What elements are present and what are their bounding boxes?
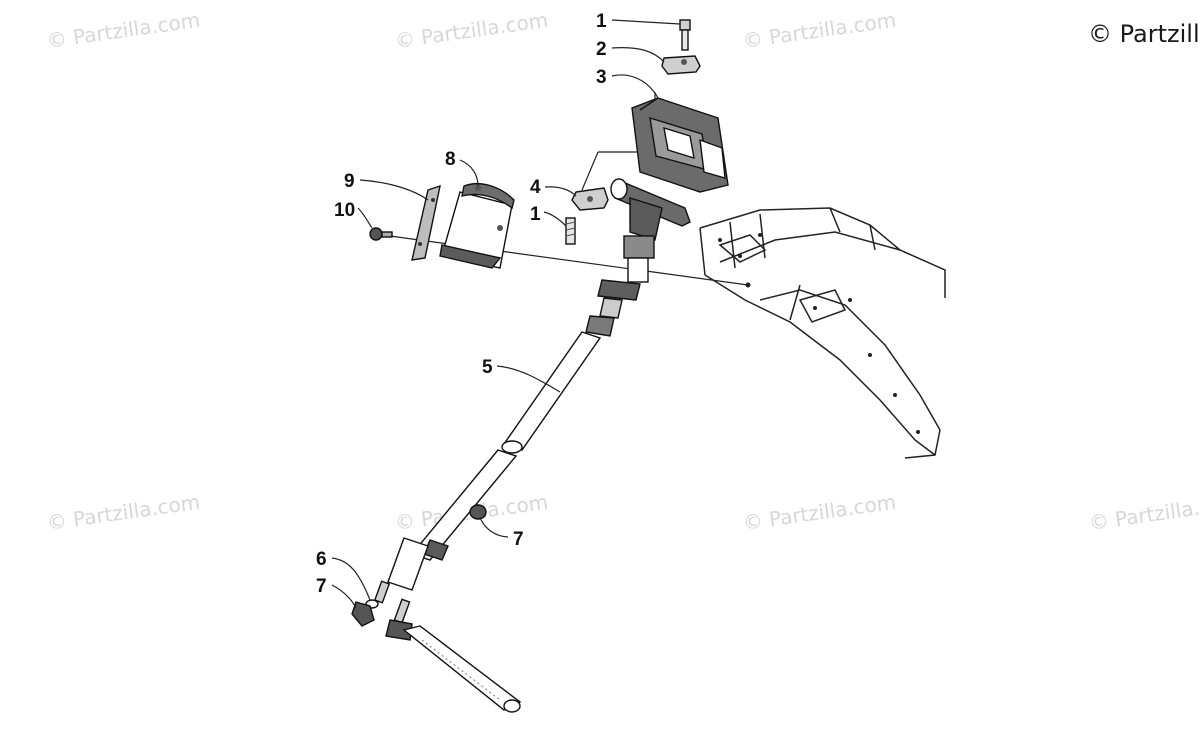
copyright-text: © Partzilla (1088, 20, 1200, 48)
watermark: © Partzilla.com (741, 8, 897, 53)
callout-10: 10 (334, 200, 355, 221)
watermark: © Partzilla.com (393, 8, 549, 53)
watermark: © Partzilla.com (1087, 490, 1200, 535)
upper-clamp (661, 55, 701, 75)
watermark: © Partzilla.com (741, 490, 897, 535)
watermark: © Partzilla.com (45, 8, 201, 53)
steering-bracket (631, 97, 729, 193)
callout-3: 3 (596, 67, 607, 88)
steering-shaft (387, 331, 602, 591)
callout-5: 5 (482, 357, 493, 378)
bushing (469, 504, 487, 520)
callout-leaders (331, 19, 681, 609)
callout-4: 4 (530, 177, 541, 198)
bolt-lower (565, 217, 576, 245)
vehicle-frame (699, 207, 946, 459)
callout-8: 8 (445, 149, 456, 170)
nut (351, 601, 375, 627)
bolt-top (679, 19, 691, 51)
steering-column-upper (585, 178, 691, 337)
watermark-layer: © Partzilla.com © Partzilla.com © Partzi… (45, 8, 1200, 535)
watermark: © Partzilla.com (45, 490, 201, 535)
tie-rod (385, 619, 522, 713)
callout-1-top: 1 (596, 11, 607, 32)
callout-9: 9 (344, 171, 355, 192)
callout-2: 2 (596, 39, 607, 60)
callout-1-lower: 1 (530, 204, 541, 225)
callout-7-bushing: 7 (513, 529, 524, 550)
lower-clamp (571, 187, 609, 211)
callout-7-nut: 7 (316, 576, 327, 597)
mounting-plate (411, 184, 441, 261)
column-cover (439, 182, 515, 269)
callout-6: 6 (316, 549, 327, 570)
screw (369, 227, 393, 241)
callout-labels: 1 2 3 8 9 10 4 1 5 6 7 7 (316, 11, 607, 597)
